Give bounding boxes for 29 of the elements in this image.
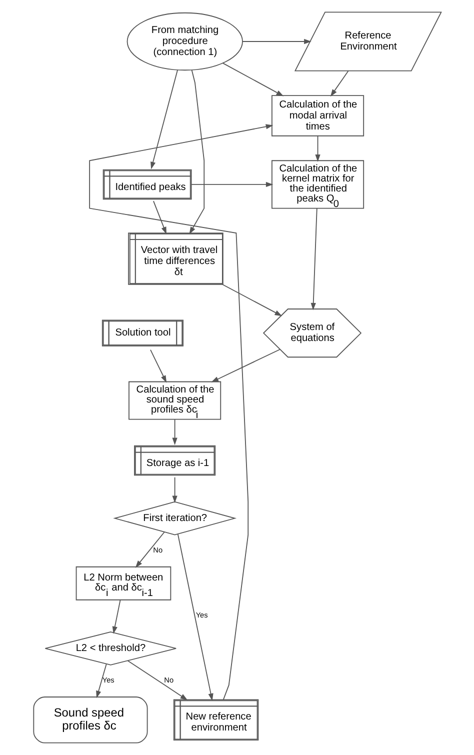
edge-label: No xyxy=(152,546,162,555)
arrow xyxy=(310,208,317,310)
arrow xyxy=(172,476,177,504)
arrow xyxy=(152,200,166,234)
arrow xyxy=(210,348,280,382)
node-box: Calculation of the modal arrival times xyxy=(270,95,364,136)
node-diamond: L2 < threshold? xyxy=(44,631,176,666)
arrow xyxy=(150,349,166,383)
arrow xyxy=(221,284,282,316)
arrow xyxy=(314,136,320,162)
edge-label: Yes xyxy=(195,610,208,620)
arrow xyxy=(96,664,106,698)
arrow xyxy=(126,660,188,700)
arrow xyxy=(188,70,204,234)
arrow xyxy=(330,70,348,97)
arrow xyxy=(190,182,273,188)
arrow xyxy=(176,534,213,701)
node-ellipse: From matching procedure (connection 1) xyxy=(126,12,242,71)
node-diamond: First iteration? xyxy=(112,501,236,536)
arrow xyxy=(172,419,177,446)
edge-label: No xyxy=(164,676,174,685)
node-box: Sound speed profiles δc xyxy=(32,696,148,744)
arrow xyxy=(88,124,273,700)
arrow xyxy=(242,38,311,44)
arrow xyxy=(222,62,284,96)
edge-label: Yes xyxy=(102,676,114,685)
arrow xyxy=(150,70,178,170)
arrow xyxy=(112,599,120,634)
arrow xyxy=(134,532,164,568)
